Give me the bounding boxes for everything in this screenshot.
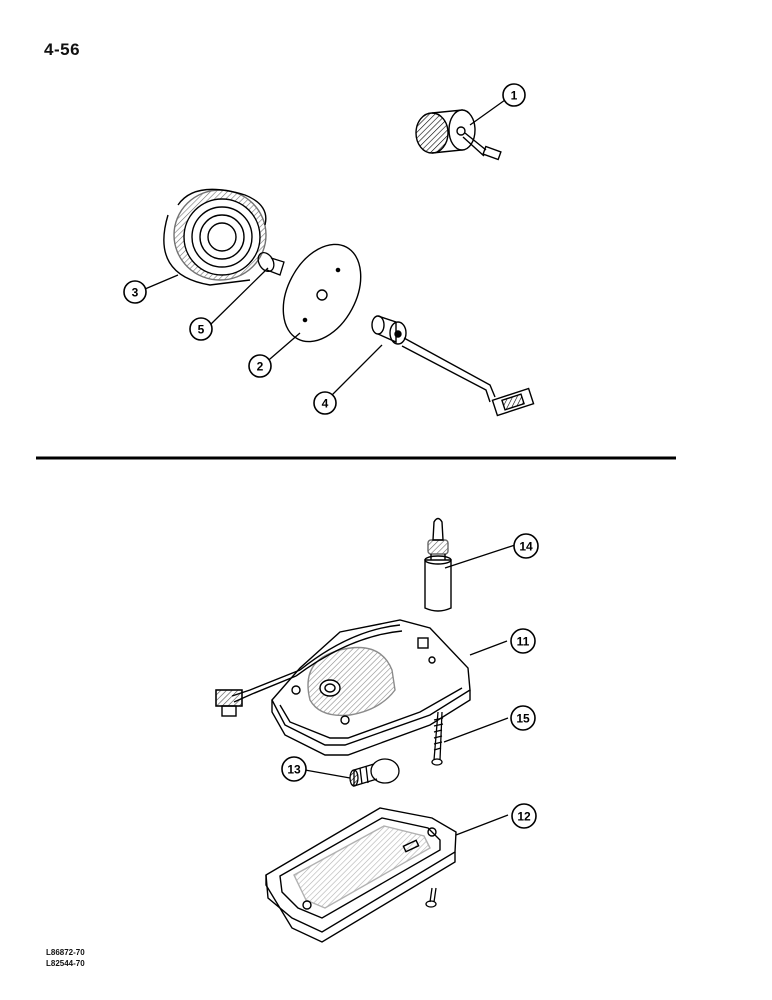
callout-label-11: 11 (517, 635, 530, 649)
callout-label-2: 2 (257, 360, 264, 374)
lamp-lens-cylinder-icon (163, 188, 267, 286)
callout-14: 14 (513, 533, 539, 559)
callout-1: 1 (502, 83, 526, 107)
callout-15: 15 (510, 705, 536, 731)
socket-with-harness-icon (371, 315, 535, 417)
callout-11: 11 (510, 628, 536, 654)
callout-label-1: 1 (511, 89, 518, 103)
lens-frame-icon (265, 807, 457, 943)
figure-codes: L86872-70 L82544-70 (46, 947, 85, 969)
figure-code-2: L82544-70 (46, 959, 85, 968)
callout-2: 2 (248, 354, 272, 378)
callout-5: 5 (189, 317, 213, 341)
callout-3: 3 (123, 280, 147, 304)
callout-12: 12 (511, 803, 537, 829)
callout-label-14: 14 (519, 540, 533, 554)
callout-label-5: 5 (198, 323, 205, 337)
reflector-disc-icon (282, 243, 362, 343)
mounting-screw-icon (431, 711, 444, 766)
license-lamp-housing-icon (215, 619, 471, 756)
small-screw-icon (425, 887, 437, 908)
lamp-socket-with-bulb-icon (415, 109, 502, 161)
figure-code-1: L86872-70 (46, 948, 85, 957)
page-number: 4-56 (44, 40, 81, 59)
callout-4: 4 (313, 391, 337, 415)
bayonet-bulb-icon (349, 758, 400, 787)
wedge-bulb-icon (257, 252, 285, 276)
callout-label-3: 3 (132, 286, 139, 300)
callout-13: 13 (281, 756, 307, 782)
sealant-bottle-icon (424, 517, 452, 612)
callout-label-15: 15 (516, 712, 530, 726)
callout-label-12: 12 (517, 810, 531, 824)
callout-label-13: 13 (287, 763, 301, 777)
callout-label-4: 4 (322, 397, 329, 411)
